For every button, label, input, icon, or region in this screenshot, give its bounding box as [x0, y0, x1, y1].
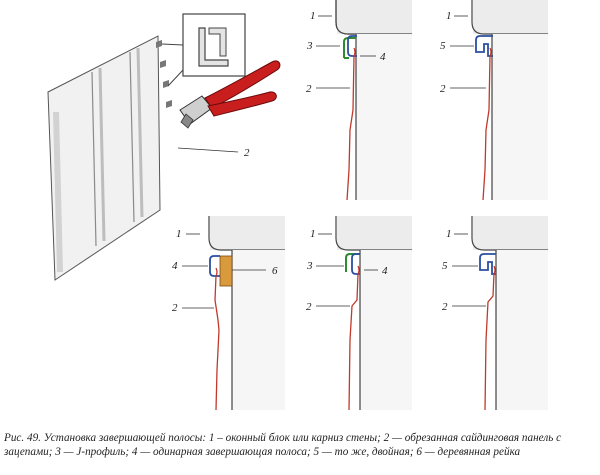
label-1: 1: [310, 228, 316, 240]
hook-notch: [163, 80, 169, 88]
label-1: 1: [310, 10, 316, 22]
finish-strip-single: [351, 253, 360, 275]
hook-detail-callout: [182, 13, 246, 77]
label-2: 2: [306, 301, 312, 313]
label-2: 2: [172, 302, 178, 314]
detail-double-strip-top: 1 5 2: [440, 0, 548, 201]
j-profile: [345, 253, 360, 272]
detail-j-profile-single-strip-bottom: 1 3 4 2: [306, 216, 412, 411]
hook-notch: [160, 60, 166, 68]
cut-siding-panel: [214, 267, 220, 411]
cut-siding-panel: [484, 265, 496, 411]
cut-siding-panel: [482, 47, 492, 201]
label-1: 1: [176, 228, 182, 240]
label-5: 5: [440, 40, 446, 52]
siding-panel: [47, 35, 161, 281]
figure-caption: Рис. 49. Установка завершающей полосы: 1…: [4, 432, 562, 458]
wall-surface: [356, 34, 412, 200]
cut-siding-panel: [348, 265, 360, 411]
snap-lock-punch-tool: [179, 60, 281, 129]
hook-notch: [156, 40, 162, 48]
label-3: 3: [306, 40, 313, 52]
label-6: 6: [272, 265, 278, 277]
label-3: 3: [306, 260, 313, 272]
label-2: 2: [244, 147, 250, 159]
label-4: 4: [382, 265, 388, 277]
label-2: 2: [440, 83, 446, 95]
label-1: 1: [446, 10, 452, 22]
detail-double-strip-bottom: 1 5 2: [442, 216, 548, 411]
label-4: 4: [172, 260, 178, 272]
finish-strip-double: [479, 253, 496, 275]
label-4: 4: [380, 51, 386, 63]
label-2: 2: [442, 301, 448, 313]
wood-batten: [219, 255, 233, 287]
label-5: 5: [442, 260, 448, 272]
finish-strip-single: [209, 255, 220, 277]
siding-panel-with-punch-tool: 2: [47, 13, 281, 281]
cut-siding-panel: [346, 47, 356, 201]
hook-notch: [166, 100, 172, 108]
label-2: 2: [306, 83, 312, 95]
label-1: 1: [446, 228, 452, 240]
detail-j-profile-single-strip-top: 1 3 4 2: [306, 0, 412, 201]
detail-wood-batten-bottom: 1 4 6 2: [172, 216, 285, 411]
finish-strip-double: [475, 35, 493, 57]
